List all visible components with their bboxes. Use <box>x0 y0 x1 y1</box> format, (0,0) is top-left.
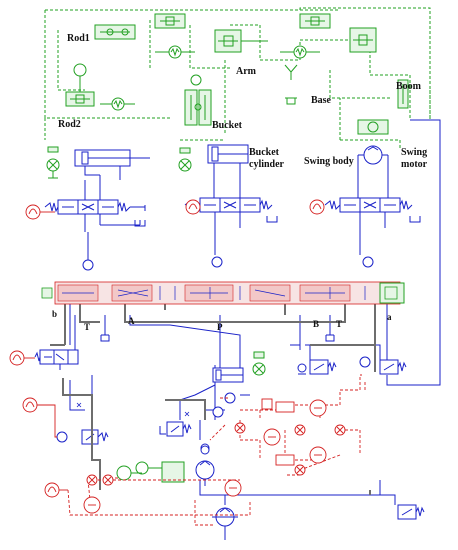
signal-source-5 <box>22 397 57 438</box>
green-sensor-left <box>46 146 60 179</box>
label-port-T-left: T <box>84 322 91 332</box>
multiplier-3 <box>234 422 246 434</box>
revolute-joint-2 <box>280 45 320 59</box>
signal-source-2 <box>185 199 201 215</box>
top-joint-1 <box>154 13 186 29</box>
directional-valve-bucket <box>184 197 273 268</box>
multiplier-4 <box>294 424 306 436</box>
green-sensor-lower <box>252 351 266 376</box>
green-sensor-mid <box>178 147 192 172</box>
flow-arrow-marks <box>76 402 190 417</box>
relief-valve-a <box>379 359 407 375</box>
label-port-a: a <box>387 312 392 322</box>
main-hydraulic-lines <box>59 119 441 540</box>
label-bucket-cylinder-line1: Bucket <box>249 147 279 158</box>
gain-dial-1 <box>263 428 281 446</box>
engine-block <box>116 461 185 483</box>
pressure-valve-left <box>81 429 109 445</box>
directional-valve-left <box>44 175 146 271</box>
main-pipelines <box>50 302 376 495</box>
function-block-2 <box>275 454 295 466</box>
label-boom: Boom <box>396 81 421 92</box>
multiplier-6 <box>294 464 306 476</box>
cylinder-bucket <box>207 144 249 198</box>
signal-source-3 <box>309 199 325 215</box>
signal-source-4 <box>9 350 35 366</box>
multiplier-1 <box>86 474 98 486</box>
label-swing-motor-line2: motor <box>401 159 428 170</box>
rod1-joint <box>94 24 136 40</box>
control-signals <box>9 199 366 526</box>
label-rod1: Rod1 <box>67 33 90 44</box>
label-bucket-cylinder-line2: cylinder <box>249 159 284 170</box>
swing-motor-mechanical <box>357 119 389 135</box>
hydraulic-circuits <box>34 119 441 540</box>
revolute-joint-3 <box>100 97 135 111</box>
label-port-b: b <box>52 309 58 319</box>
bucket-assembly <box>184 74 212 126</box>
function-block-3 <box>261 398 273 410</box>
gain-dial-5 <box>83 496 101 514</box>
mechanical-boundary-line <box>44 7 431 150</box>
mechanical-model <box>44 7 431 483</box>
valve-bank-inlet-right <box>379 282 405 304</box>
relief-valve-bottom <box>397 504 425 520</box>
proportional-valve-left <box>34 349 79 365</box>
valve-bank-internals <box>62 286 366 300</box>
gain-dial-2 <box>309 399 327 417</box>
swing-motor-hydraulic <box>357 145 389 198</box>
label-port-T-right: T <box>336 319 343 329</box>
check-valve-lower <box>166 421 192 437</box>
accumulator-cylinder <box>212 367 244 383</box>
multiway-valve-bank <box>41 281 405 305</box>
revolute-joint-1 <box>155 45 195 59</box>
function-block-1 <box>275 401 295 413</box>
rod2-body <box>65 63 95 107</box>
cylinder-left <box>74 149 150 180</box>
signal-source-6 <box>44 482 68 498</box>
arm-assembly <box>214 29 268 53</box>
check-valve-right <box>297 363 307 375</box>
valve-bank-inlet-left <box>41 287 53 299</box>
label-swing-motor-line1: Swing <box>401 147 428 158</box>
multiplier-2 <box>102 474 114 486</box>
label-rod2: Rod2 <box>58 119 81 130</box>
top-joint-2 <box>299 13 331 29</box>
label-bucket: Bucket <box>212 120 242 131</box>
signal-source-1 <box>25 204 55 220</box>
base-symbol <box>284 64 298 105</box>
gain-dial-4 <box>224 479 242 497</box>
boom-assembly <box>349 27 409 109</box>
multiplier-5 <box>334 424 346 436</box>
label-base: Base <box>311 95 331 106</box>
label-port-P: P <box>217 322 223 332</box>
tank-symbols <box>100 216 421 435</box>
directional-valve-swing <box>324 197 413 268</box>
label-port-B: B <box>313 319 320 329</box>
label-port-A: A <box>128 316 135 326</box>
label-swing-body: Swing body <box>304 156 354 167</box>
pump-lower <box>212 507 238 540</box>
gain-dial-3 <box>309 446 327 464</box>
label-arm: Arm <box>236 66 256 77</box>
relief-valve-right <box>309 359 337 375</box>
